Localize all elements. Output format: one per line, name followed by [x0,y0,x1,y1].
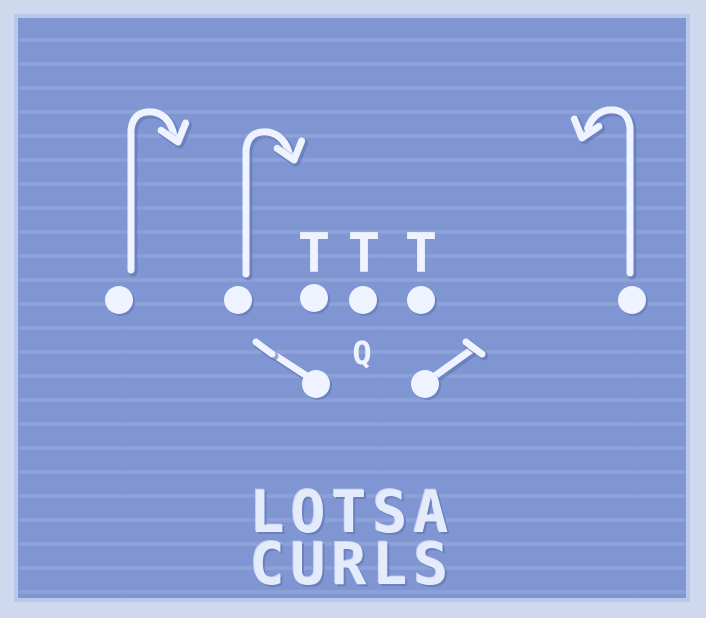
player-left-split-end [105,286,133,314]
player-right-guard [407,286,435,314]
player-left-guard [300,284,328,312]
route-right-back [432,348,474,378]
player-right-halfback [411,370,439,398]
player-center [349,286,377,314]
quarterback-label: Q [352,334,371,372]
tackle-label-2: T [348,222,381,285]
tackle-label-3: T [405,222,438,285]
play-name-line2: CURLS [18,538,686,590]
route-left-back-tick [256,342,272,354]
play-name: LOTSA CURLS [18,486,686,590]
player-right-split-end [618,286,646,314]
player-left-wing [224,286,252,314]
tackle-label-1: T [298,222,331,285]
player-left-halfback [302,370,330,398]
